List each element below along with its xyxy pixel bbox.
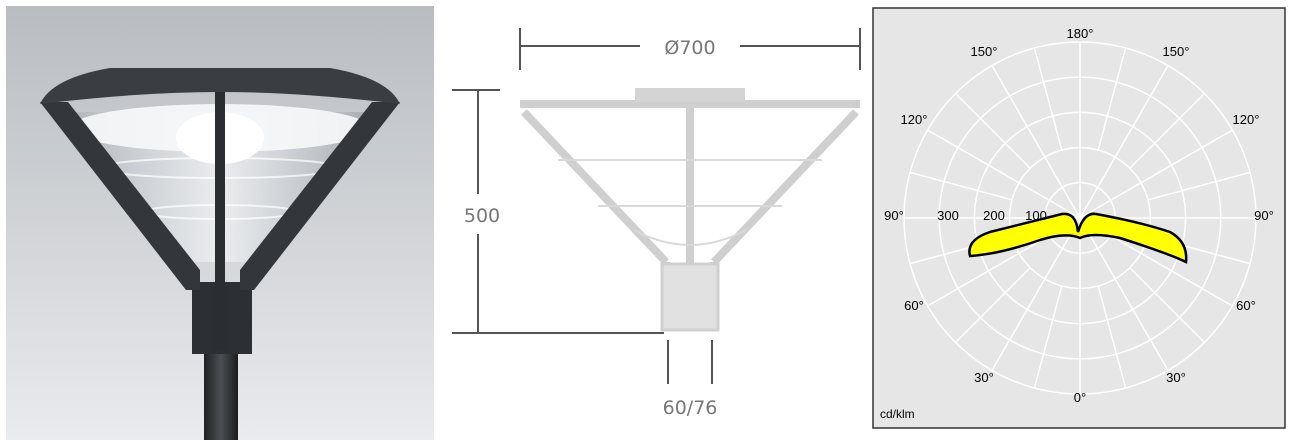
- polar-spoke: [1079, 129, 1233, 219]
- radial-label-200: 200: [983, 208, 1005, 223]
- angle-label-90-left: 90°: [884, 208, 904, 223]
- radial-label-300: 300: [937, 208, 959, 223]
- polar-spoke: [1033, 285, 1063, 389]
- polar-spoke: [954, 92, 1031, 169]
- polar-spoke: [991, 65, 1081, 219]
- angle-label-0: 0°: [1074, 390, 1086, 405]
- polar-spoke: [1097, 47, 1127, 151]
- angle-label-60-left: 60°: [904, 298, 924, 313]
- polar-spoke: [1147, 171, 1251, 201]
- polar-spoke: [1097, 285, 1127, 389]
- spigot-label: 60/76: [663, 397, 718, 419]
- angle-label-120-left: 120°: [901, 112, 928, 127]
- angle-label-120-right: 120°: [1233, 112, 1260, 127]
- polar-spoke: [909, 171, 1013, 201]
- polar-spoke: [991, 217, 1081, 371]
- height-label: 500: [464, 205, 500, 227]
- polar-spoke: [954, 267, 1031, 344]
- angle-label-180: 180°: [1067, 26, 1094, 41]
- polar-spoke: [1129, 267, 1206, 344]
- angle-label-30-left: 30°: [974, 370, 994, 385]
- light-distribution-curve: [968, 212, 1188, 264]
- radial-label-100: 100: [1025, 208, 1047, 223]
- polar-spoke: [1033, 47, 1063, 151]
- polar-spoke: [1129, 92, 1206, 169]
- luminaire-photo: [0, 0, 440, 440]
- polar-spoke: [1079, 65, 1169, 219]
- top-ring: [40, 68, 400, 104]
- diameter-label: Ø700: [664, 37, 715, 59]
- angle-label-30-right: 30°: [1166, 370, 1186, 385]
- dimension-drawing-svg: Ø700 500: [452, 28, 861, 419]
- angle-label-90-right: 90°: [1254, 208, 1274, 223]
- angle-label-150-left: 150°: [971, 44, 998, 59]
- pole: [204, 352, 238, 440]
- polar-light-distribution: 180° 150° 150° 120° 120° 90° 90° 60° 60°…: [870, 0, 1292, 440]
- polar-diagram-svg: 180° 150° 150° 120° 120° 90° 90° 60° 60°…: [872, 7, 1286, 429]
- angle-label-60-right: 60°: [1236, 298, 1256, 313]
- polar-spoke: [927, 129, 1081, 219]
- dimension-drawing: Ø700 500: [440, 0, 870, 440]
- polar-grid: [903, 41, 1257, 395]
- angle-label-150-right: 150°: [1163, 44, 1190, 59]
- polar-spoke: [1079, 217, 1169, 371]
- unit-label: cd/klm: [880, 407, 915, 421]
- luminaire-photo-illustration: [6, 6, 434, 440]
